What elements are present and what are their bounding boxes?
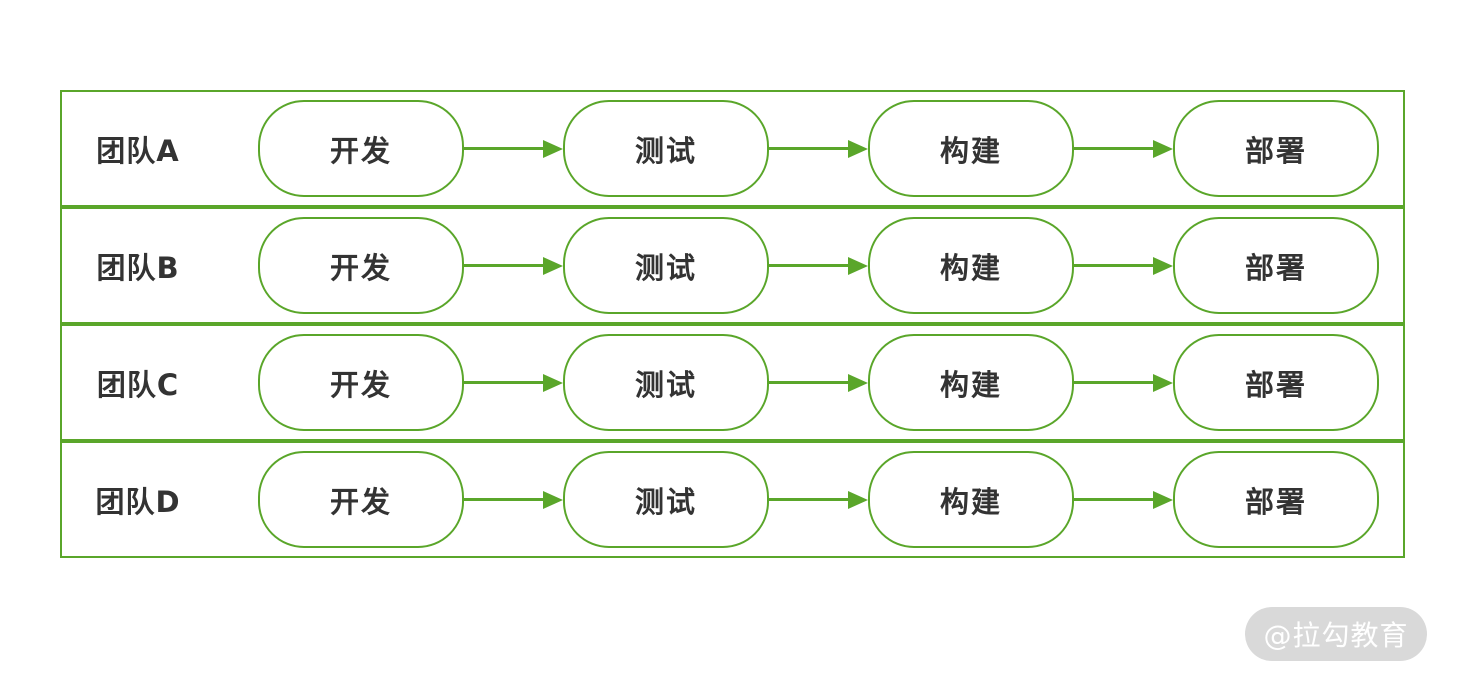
arrow-shaft bbox=[1074, 498, 1153, 501]
flow-arrow bbox=[1074, 443, 1173, 556]
arrow-shaft bbox=[1074, 381, 1153, 384]
stage-label: 测试 bbox=[634, 250, 697, 285]
flow-arrow bbox=[464, 443, 563, 556]
arrow-shaft bbox=[769, 147, 848, 150]
arrowhead-right-icon bbox=[1153, 256, 1173, 275]
stage-label: 构建 bbox=[939, 133, 1002, 168]
watermark-badge: @拉勾教育 bbox=[1245, 607, 1427, 661]
flow-arrow bbox=[769, 326, 868, 439]
stage-dev: 开发 bbox=[258, 451, 464, 548]
stage-label: 开发 bbox=[329, 250, 392, 285]
team-label: 团队A bbox=[96, 133, 180, 168]
arrowhead-right-icon bbox=[543, 373, 563, 392]
arrow-shaft bbox=[464, 381, 543, 384]
swimlane-diagram: 团队A 开发 测试 构建 部署 团队B 开发 测试 构建 部署 团队C 开发 测… bbox=[60, 90, 1405, 558]
arrowhead-right-icon bbox=[543, 139, 563, 158]
swimlane-team-c: 团队C 开发 测试 构建 部署 bbox=[60, 324, 1405, 441]
watermark-label: @拉勾教育 bbox=[1263, 619, 1409, 652]
arrow-shaft bbox=[769, 264, 848, 267]
arrowhead-right-icon bbox=[848, 490, 868, 509]
stage-label: 开发 bbox=[329, 367, 392, 402]
swimlane-team-b: 团队B 开发 测试 构建 部署 bbox=[60, 207, 1405, 324]
flow-arrow bbox=[1074, 209, 1173, 322]
arrow-shaft bbox=[769, 381, 848, 384]
stage-build: 构建 bbox=[868, 100, 1074, 197]
arrowhead-right-icon bbox=[848, 139, 868, 158]
stage-dev: 开发 bbox=[258, 100, 464, 197]
stage-test: 测试 bbox=[563, 217, 769, 314]
flow-arrow bbox=[769, 443, 868, 556]
arrow-shaft bbox=[464, 498, 543, 501]
flow-arrow bbox=[464, 326, 563, 439]
arrow-shaft bbox=[1074, 264, 1153, 267]
arrowhead-right-icon bbox=[543, 490, 563, 509]
stage-label: 部署 bbox=[1244, 250, 1307, 285]
stage-label: 构建 bbox=[939, 484, 1002, 519]
stage-dev: 开发 bbox=[258, 217, 464, 314]
stage-label: 部署 bbox=[1244, 367, 1307, 402]
flow-arrow bbox=[769, 209, 868, 322]
stage-deploy: 部署 bbox=[1173, 100, 1379, 197]
flow-arrow bbox=[464, 209, 563, 322]
arrow-shaft bbox=[464, 264, 543, 267]
stage-dev: 开发 bbox=[258, 334, 464, 431]
swimlane-team-d: 团队D 开发 测试 构建 部署 bbox=[60, 441, 1405, 558]
arrowhead-right-icon bbox=[848, 373, 868, 392]
arrowhead-right-icon bbox=[543, 256, 563, 275]
team-label: 团队C bbox=[96, 367, 180, 402]
stage-deploy: 部署 bbox=[1173, 334, 1379, 431]
swimlane-team-a: 团队A 开发 测试 构建 部署 bbox=[60, 90, 1405, 207]
arrow-shaft bbox=[1074, 147, 1153, 150]
arrowhead-right-icon bbox=[1153, 373, 1173, 392]
stage-build: 构建 bbox=[868, 451, 1074, 548]
arrowhead-right-icon bbox=[1153, 490, 1173, 509]
stage-label: 部署 bbox=[1244, 484, 1307, 519]
flow-arrow bbox=[1074, 326, 1173, 439]
stage-test: 测试 bbox=[563, 100, 769, 197]
stage-label: 测试 bbox=[634, 367, 697, 402]
stage-deploy: 部署 bbox=[1173, 217, 1379, 314]
stage-test: 测试 bbox=[563, 451, 769, 548]
stage-build: 构建 bbox=[868, 334, 1074, 431]
arrow-shaft bbox=[464, 147, 543, 150]
stage-label: 测试 bbox=[634, 484, 697, 519]
team-label: 团队B bbox=[96, 250, 180, 285]
stage-label: 构建 bbox=[939, 250, 1002, 285]
stage-label: 开发 bbox=[329, 484, 392, 519]
flow-arrow bbox=[769, 92, 868, 205]
arrow-shaft bbox=[769, 498, 848, 501]
stage-label: 开发 bbox=[329, 133, 392, 168]
stage-label: 部署 bbox=[1244, 133, 1307, 168]
stage-deploy: 部署 bbox=[1173, 451, 1379, 548]
stage-label: 构建 bbox=[939, 367, 1002, 402]
team-label: 团队D bbox=[95, 484, 181, 519]
stage-test: 测试 bbox=[563, 334, 769, 431]
flow-arrow bbox=[1074, 92, 1173, 205]
arrowhead-right-icon bbox=[848, 256, 868, 275]
flow-arrow bbox=[464, 92, 563, 205]
arrowhead-right-icon bbox=[1153, 139, 1173, 158]
stage-label: 测试 bbox=[634, 133, 697, 168]
stage-build: 构建 bbox=[868, 217, 1074, 314]
